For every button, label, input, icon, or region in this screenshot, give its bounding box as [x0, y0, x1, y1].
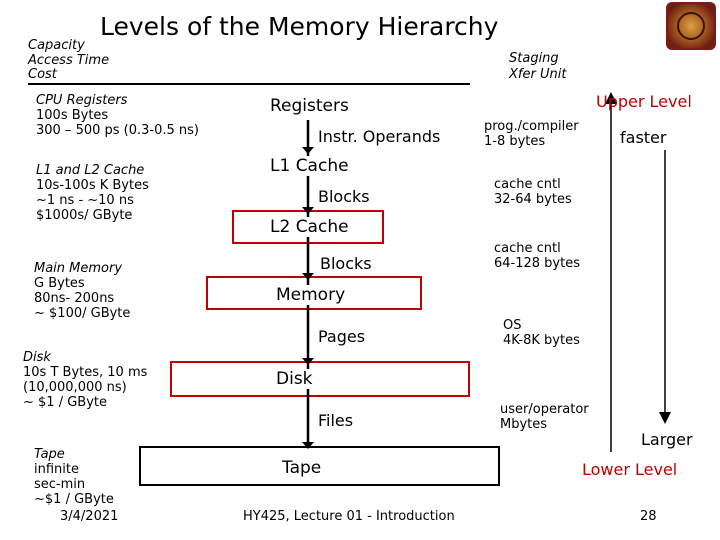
page-number: 28 — [640, 509, 657, 524]
upper-level-label: Upper Level — [596, 92, 692, 111]
spec-line: infinite — [34, 462, 79, 477]
staging-line: 1-8 bytes — [484, 133, 546, 149]
spec-line: Main Memory — [34, 261, 123, 276]
spec-line: $1000s/ GByte — [36, 208, 133, 223]
staging-line: prog./compiler — [484, 119, 579, 134]
slide-title: Levels of the Memory Hierarchy — [100, 12, 499, 41]
spec-registers: CPU Registers 100s Bytes 300 – 500 ps (0… — [36, 93, 199, 138]
spec-line: 300 – 500 ps (0.3-0.5 ns) — [36, 123, 200, 138]
footer-date: 3/4/2021 — [60, 509, 119, 524]
level-disk-label: Disk — [276, 369, 313, 389]
level-memory-label: Memory — [276, 285, 346, 305]
spec-line: ~ $100/ GByte — [34, 306, 131, 321]
staging-line: user/operator — [500, 402, 589, 417]
staging-prog-compiler: prog./compiler 1-8 bytes — [484, 119, 579, 149]
faster-label: faster — [620, 128, 667, 147]
header-cost: Cost — [28, 67, 57, 82]
staging-user-operator: user/operator Mbytes — [500, 402, 589, 432]
spec-line: (10,000,000 ns) — [23, 380, 127, 395]
spec-line: Disk — [23, 350, 51, 365]
footer-title: HY425, Lecture 01 - Introduction — [243, 509, 455, 524]
staging-line: 4K-8K bytes — [503, 332, 580, 348]
spec-line: 10s-100s K Bytes — [36, 178, 149, 193]
staging-line: cache cntl — [494, 241, 561, 256]
larger-arrowhead — [659, 412, 671, 424]
spec-line: ~ $1 / GByte — [23, 395, 107, 410]
spec-line: sec-min — [34, 477, 86, 492]
staging-line: 32-64 bytes — [494, 191, 572, 207]
staging-os: OS 4K-8K bytes — [503, 318, 580, 348]
university-seal-icon — [666, 2, 716, 50]
spine-arrowhead — [302, 358, 314, 365]
staging-cache-cntl-1: cache cntl 32-64 bytes — [494, 177, 572, 207]
level-l2-cache-label: L2 Cache — [270, 217, 349, 237]
level-registers-label: Registers — [270, 96, 349, 116]
spine-arrowhead — [302, 147, 314, 154]
spine-arrowhead — [302, 207, 314, 214]
spec-line: ~$1 / GByte — [34, 492, 114, 507]
staging-line: cache cntl — [494, 177, 561, 192]
spine-arrowhead — [302, 273, 314, 280]
spec-line: 100s Bytes — [36, 108, 109, 123]
spec-disk: Disk 10s T Bytes, 10 ms (10,000,000 ns) … — [23, 350, 147, 410]
xfer-unit-pages: Pages — [318, 327, 366, 346]
header-capacity: Capacity — [28, 38, 85, 53]
staging-cache-cntl-2: cache cntl 64-128 bytes — [494, 241, 580, 271]
lower-level-label: Lower Level — [582, 460, 678, 479]
faster-arrowhead — [605, 92, 617, 104]
xfer-unit-instr-operands: Instr. Operands — [318, 127, 441, 146]
spec-line: G Bytes — [34, 276, 85, 291]
xfer-unit-files: Files — [318, 411, 354, 430]
spec-line: Tape — [34, 447, 65, 462]
xfer-unit-blocks-l2: Blocks — [320, 254, 372, 273]
header-divider — [28, 83, 470, 85]
header-staging: Staging — [509, 51, 559, 66]
larger-label: Larger — [641, 430, 693, 449]
spec-line: 10s T Bytes, 10 ms — [23, 365, 148, 380]
spec-memory: Main Memory G Bytes 80ns- 200ns ~ $100/ … — [34, 261, 130, 321]
header-access-time: Access Time — [28, 53, 110, 68]
staging-line: OS — [503, 318, 522, 333]
level-tape-label: Tape — [282, 458, 322, 478]
xfer-unit-blocks-l1: Blocks — [318, 187, 370, 206]
spec-line: 80ns- 200ns — [34, 291, 115, 306]
header-xfer-unit: Xfer Unit — [509, 67, 567, 82]
staging-line: 64-128 bytes — [494, 255, 580, 271]
spine-arrowhead — [302, 442, 314, 449]
level-l1-cache-label: L1 Cache — [270, 156, 349, 176]
spec-cache: L1 and L2 Cache 10s-100s K Bytes ~1 ns -… — [36, 163, 149, 223]
spec-tape: Tape infinite sec-min ~$1 / GByte — [34, 447, 114, 507]
spec-line: L1 and L2 Cache — [36, 163, 145, 178]
level-box-disk — [170, 361, 470, 397]
spec-line: CPU Registers — [36, 93, 128, 108]
spec-line: ~1 ns - ~10 ns — [36, 193, 134, 208]
staging-line: Mbytes — [500, 416, 548, 432]
